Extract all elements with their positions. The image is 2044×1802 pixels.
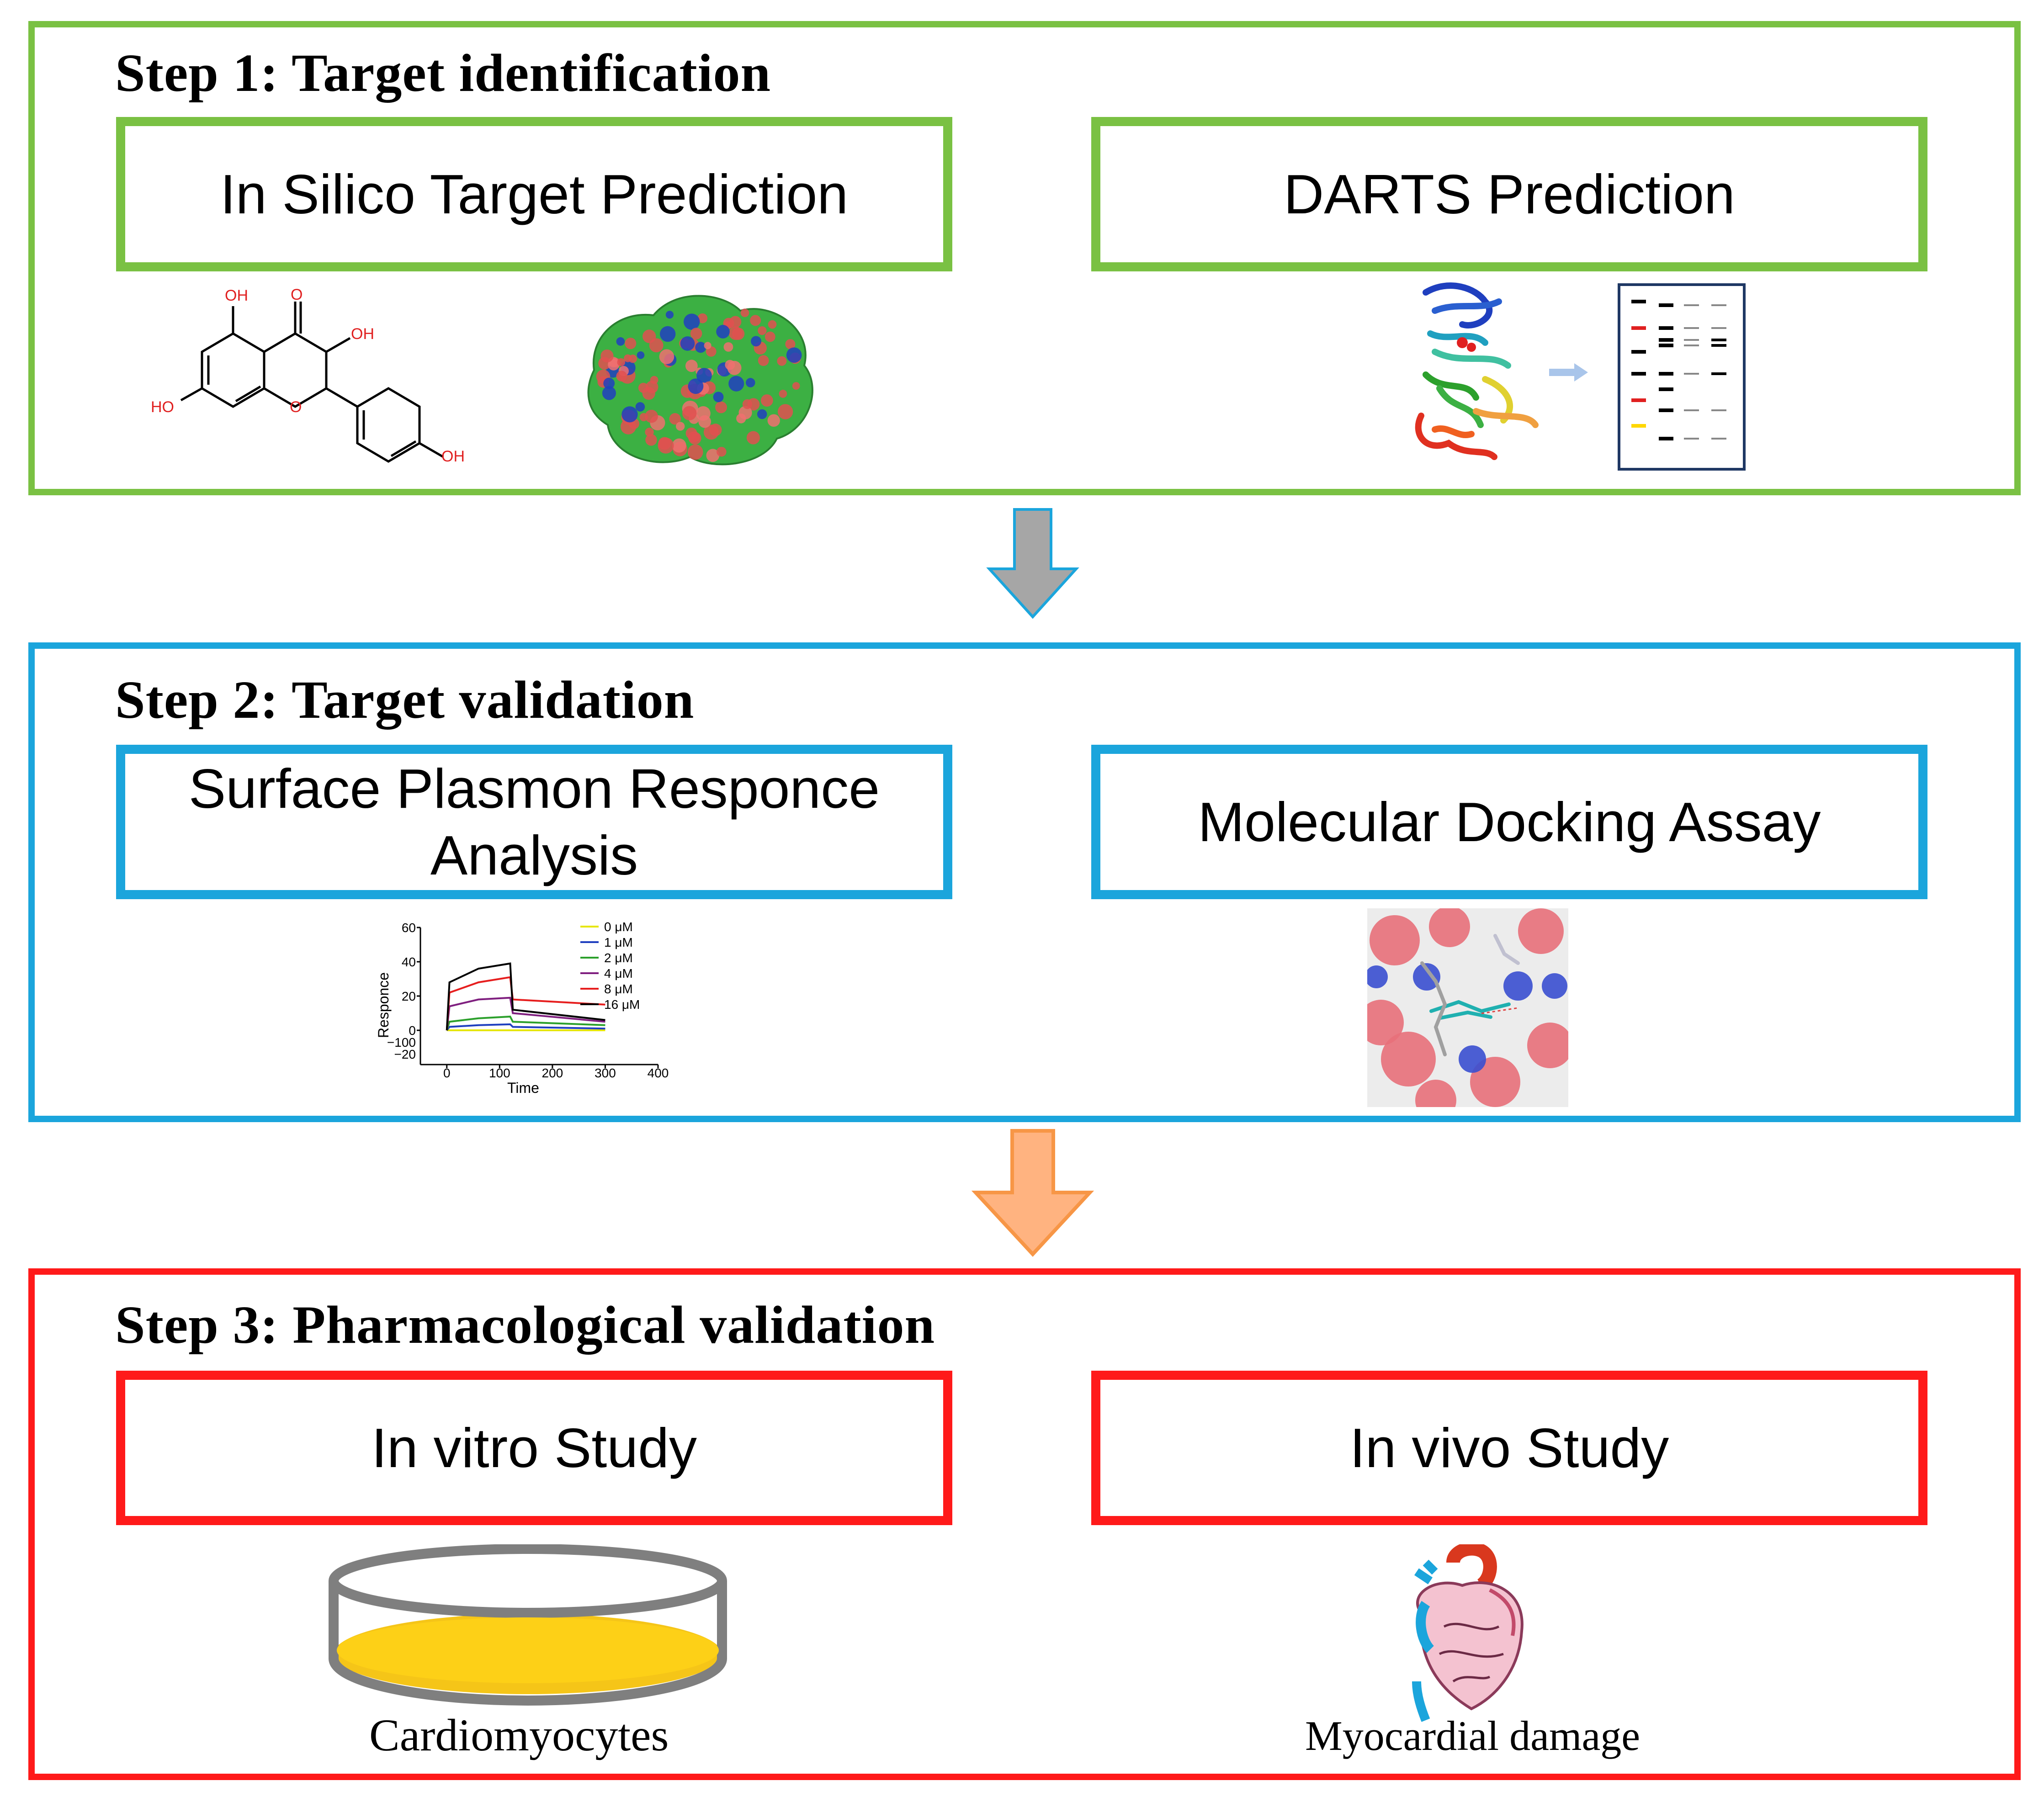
docking-box: Molecular Docking Assay — [1091, 745, 1927, 899]
in-vivo-box: In vivo Study — [1091, 1371, 1927, 1525]
molecule-label: OH — [441, 448, 465, 465]
heart-icon — [1412, 1544, 1524, 1722]
spr-x-tick-label: 400 — [648, 1066, 669, 1080]
flow-arrow-2 — [971, 1129, 1094, 1257]
spr-y-tick-label: −20 — [394, 1047, 416, 1061]
petri-dish-icon — [329, 1544, 727, 1706]
spr-legend-label: 8 μM — [604, 982, 633, 996]
darts-gel-image — [1618, 283, 1746, 471]
spr-series-line — [446, 1015, 605, 1031]
spr-legend-label: 0 μM — [604, 920, 633, 934]
flow-arrow-1 — [986, 508, 1079, 619]
docking-image — [1367, 908, 1568, 1107]
spr-x-axis-label: Time — [507, 1080, 539, 1096]
myocardial-damage-caption: Myocardial damage — [1305, 1712, 1641, 1759]
kaempferol-structure: OH O OH HO O OH — [151, 286, 465, 465]
spr-x-tick-label: 0 — [443, 1066, 451, 1080]
spr-y-tick-label: 0 — [409, 1023, 416, 1038]
in-vitro-box: In vitro Study — [116, 1371, 952, 1525]
spr-y-axis-label: Responce — [375, 972, 392, 1038]
process-arrow-icon — [1549, 363, 1588, 382]
step1-title: Step 1: Target identification — [115, 43, 771, 103]
spr-x-tick-label: 100 — [489, 1066, 510, 1080]
spr-legend-label: 16 μM — [604, 997, 640, 1012]
spr-x-tick-label: 300 — [595, 1066, 616, 1080]
molecule-label: O — [291, 286, 303, 303]
spr-x-tick-label: 200 — [542, 1066, 563, 1080]
spr-series-line — [446, 962, 605, 1031]
protein-surface-image — [587, 295, 813, 466]
step3-panel — [28, 1268, 2021, 1780]
in-silico-box: In Silico Target Prediction — [116, 117, 952, 271]
molecule-label: OH — [351, 325, 374, 343]
molecule-label: O — [290, 398, 302, 416]
spr-box: Surface Plasmon Responce Analysis — [116, 745, 952, 899]
molecule-label: HO — [151, 398, 174, 416]
spr-legend-label: 1 μM — [604, 935, 633, 949]
darts-box: DARTS Prediction — [1091, 117, 1927, 271]
spr-y-tick-label: 20 — [402, 989, 416, 1003]
step2-panel — [28, 642, 2021, 1122]
step2-title: Step 2: Target validation — [115, 670, 695, 730]
spr-legend-label: 2 μM — [604, 951, 633, 965]
step3-title: Step 3: Pharmacological validation — [115, 1295, 935, 1355]
protein-ribbon-image — [1415, 282, 1539, 460]
molecule-label: OH — [225, 287, 248, 304]
spr-y-tick-label: 40 — [402, 955, 416, 969]
spr-legend-label: 4 μM — [604, 966, 633, 980]
spr-y-tick-label: 60 — [402, 921, 416, 935]
step1-panel — [28, 21, 2021, 495]
spr-series-line — [446, 1023, 605, 1031]
spr-y-tick-label: −100 — [387, 1035, 416, 1049]
cardiomyocytes-caption: Cardiomyocytes — [369, 1710, 669, 1760]
